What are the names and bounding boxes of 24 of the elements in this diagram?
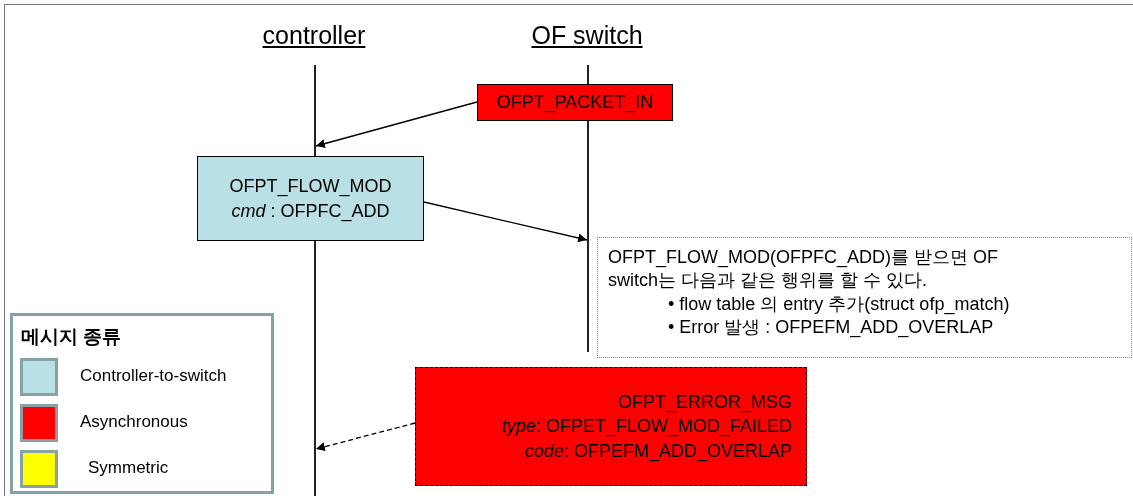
lifeline bbox=[314, 65, 316, 496]
legend-label: Controller-to-switch bbox=[80, 366, 227, 386]
lifeline bbox=[587, 65, 589, 352]
bullet-item: • Error 발생 : OFPEFM_ADD_OVERLAP bbox=[668, 316, 995, 340]
lifeline-label: OF switch bbox=[512, 16, 662, 54]
note-text: OFPT_FLOW_MOD(OFPFC_ADD)를 받으면 OF switch는 다음과 같은 행위를 할 수 있다. bbox=[608, 246, 999, 293]
bullet-item: • flow table 의 entry 추가(struct ofp_match) bbox=[668, 292, 1011, 317]
message-text: OFPT_PACKET_IN bbox=[496, 91, 654, 115]
legend-title: 메시지 종류 bbox=[21, 325, 122, 349]
arrow bbox=[315, 101, 478, 148]
message-text: cmd : OFPFC_ADD bbox=[231, 199, 390, 223]
legend-label: Symmetric bbox=[88, 458, 169, 478]
message-text: OFPT_FLOW_MOD bbox=[229, 175, 392, 199]
message-text: type: OFPET_FLOW_MOD_FAILED bbox=[501, 415, 792, 439]
legend-label: Asynchronous bbox=[80, 412, 188, 432]
message-box bbox=[415, 367, 807, 486]
message-box bbox=[197, 156, 424, 241]
note-box bbox=[597, 237, 1132, 358]
arrow bbox=[423, 201, 588, 243]
message-text: OFPT_ERROR_MSG bbox=[617, 391, 792, 415]
lifeline-label: controller bbox=[244, 16, 384, 54]
arrow bbox=[315, 422, 416, 452]
message-box bbox=[477, 84, 673, 121]
message-text: code: OFPEFM_ADD_OVERLAP bbox=[524, 439, 792, 463]
